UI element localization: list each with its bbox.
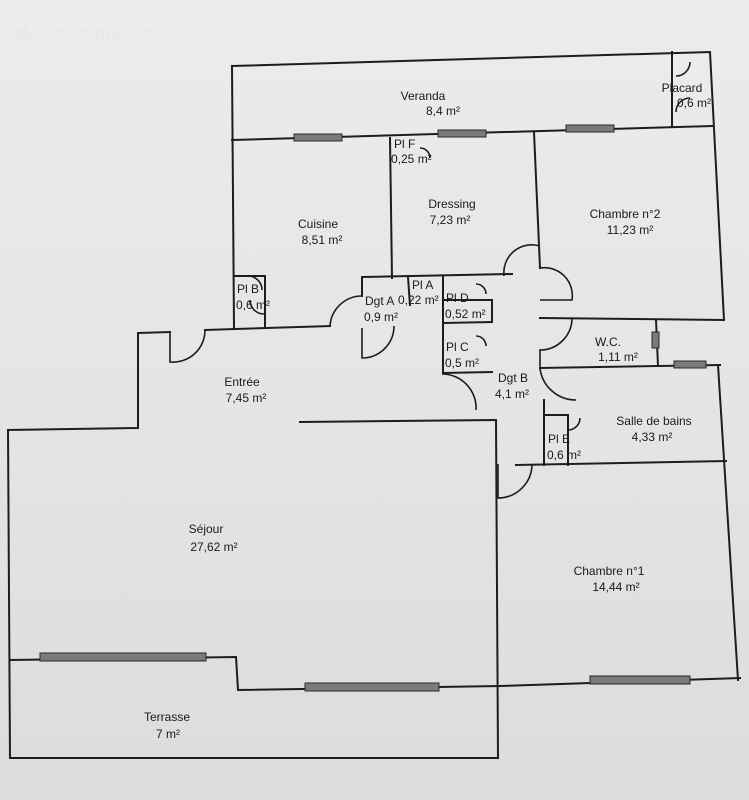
room-area-dressing: 7,23 m² <box>430 213 471 227</box>
room-area-veranda: 8,4 m² <box>426 104 460 118</box>
room-name-plb: Pl B <box>237 282 259 296</box>
room-area-entree: 7,45 m² <box>226 391 267 405</box>
room-name-plc: Pl C <box>446 340 469 354</box>
window <box>293 133 343 142</box>
window <box>651 331 660 349</box>
room-name-chambre2: Chambre n°2 <box>590 207 661 221</box>
windows <box>39 124 707 692</box>
window <box>673 360 707 369</box>
room-name-dressing: Dressing <box>428 197 475 211</box>
room-name-wc: W.C. <box>595 335 621 349</box>
room-name-chambre1: Chambre n°1 <box>574 564 645 578</box>
doors <box>169 61 691 499</box>
room-name-dgtb: Dgt B <box>498 371 528 385</box>
room-area-plb: 0,6 m² <box>236 298 270 312</box>
room-name-pla: Pl A <box>412 278 433 292</box>
room-area-chambre1: 14,44 m² <box>592 580 639 594</box>
room-area-placard: 0,6 m² <box>677 96 711 110</box>
room-area-chambre2: 11,23 m² <box>607 223 653 237</box>
room-area-wc: 1,11 m² <box>598 350 638 364</box>
room-name-sdb: Salle de bains <box>616 414 691 428</box>
room-name-cuisine: Cuisine <box>298 217 338 231</box>
room-name-pld: Pl D <box>446 291 469 305</box>
room-name-placard: Placard <box>662 81 703 95</box>
room-area-plc: 0,5 m² <box>445 356 479 370</box>
room-name-entree: Entrée <box>224 375 260 389</box>
window <box>589 675 691 685</box>
room-name-veranda: Veranda <box>401 89 446 103</box>
room-name-sejour: Séjour <box>189 522 224 536</box>
room-labels: Veranda 8,4 m² Placard 0,6 m² Pl F 0,25 … <box>144 81 711 741</box>
walls <box>6 50 742 759</box>
window <box>437 129 487 138</box>
room-area-pld: 0,52 m² <box>445 307 486 321</box>
room-area-plf: 0,25 m² <box>391 152 432 166</box>
room-area-cuisine: 8,51 m² <box>302 233 343 247</box>
watermark-text: © EtreProprio.com <box>16 24 161 42</box>
room-area-sdb: 4,33 m² <box>632 430 673 444</box>
room-area-sejour: 27,62 m² <box>190 540 237 554</box>
window <box>565 124 615 133</box>
window <box>304 682 440 692</box>
room-name-terrasse: Terrasse <box>144 710 190 724</box>
room-area-pla: 0,22 m² <box>398 293 439 307</box>
room-area-terrasse: 7 m² <box>156 727 180 741</box>
window <box>39 652 207 662</box>
room-name-plf: Pl F <box>394 137 415 151</box>
room-area-dgta: 0,9 m² <box>364 310 398 324</box>
room-area-ple: 0,6 m² <box>547 448 581 462</box>
room-area-dgtb: 4,1 m² <box>495 387 529 401</box>
room-name-ple: Pl E <box>548 432 570 446</box>
room-name-dgta: Dgt A <box>365 294 394 308</box>
